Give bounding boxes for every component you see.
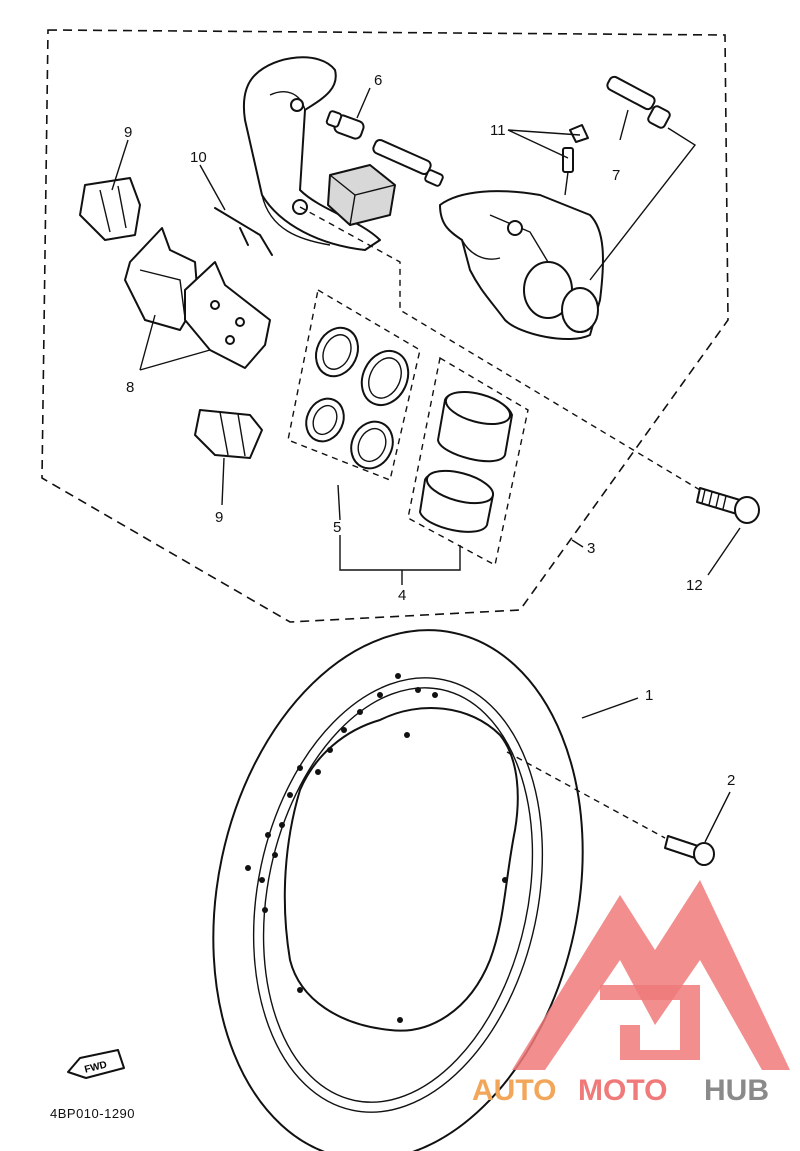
pad-shim-lower: [194, 409, 263, 459]
callout-6: 6: [374, 72, 382, 89]
caliper-assembly-boundary: [41, 29, 729, 623]
piston-kit-boundary: [407, 356, 529, 567]
diagram-code: 4BP010-1290: [50, 1106, 135, 1121]
pistons: [419, 391, 513, 533]
watermark-text-moto: MOTO: [578, 1074, 667, 1107]
callout-5: 5: [333, 519, 341, 536]
callout-2: 2: [727, 772, 735, 789]
brake-disc: [212, 629, 584, 1151]
piston-seals: [305, 326, 410, 470]
watermark-text-auto: AUTO: [472, 1074, 556, 1107]
brake-pad-rear: [184, 261, 271, 369]
callout-labels: 1 2 3 4 5 6 7 8 9 9 10 11 12: [124, 72, 735, 789]
caliper-body: [439, 190, 604, 341]
pad-block: [327, 164, 396, 226]
seal-kit-boundary: [287, 288, 421, 481]
automotohub-watermark: AUTO MOTO HUB: [472, 880, 790, 1107]
pad-spring: [214, 207, 273, 256]
callout-12: 12: [686, 577, 703, 594]
callout-9-lower: 9: [215, 509, 223, 526]
bleed-screw: [562, 124, 589, 196]
pad-shim-upper: [79, 177, 141, 241]
callout-3: 3: [587, 540, 595, 557]
disc-vent-holes: [245, 673, 508, 1023]
watermark-logo-triangle: [512, 880, 790, 1070]
callout-9-upper: 9: [124, 124, 132, 141]
pad-pin: [372, 139, 444, 187]
slide-pin-boot: [325, 110, 365, 140]
callout-11: 11: [490, 122, 506, 139]
watermark-text-hub: HUB: [704, 1074, 769, 1107]
leader-lines: [111, 87, 741, 843]
callout-4: 4: [398, 587, 406, 604]
fwd-label: FWD: [83, 1060, 108, 1076]
caliper-bolt: [606, 75, 671, 129]
callout-8: 8: [126, 379, 134, 396]
disc-bolt: [664, 835, 715, 866]
callout-10: 10: [190, 149, 207, 166]
bracket-bolt: [696, 487, 760, 524]
callout-7: 7: [612, 167, 620, 184]
forward-direction-arrow: FWD: [67, 1049, 125, 1079]
callout-1: 1: [645, 687, 653, 704]
